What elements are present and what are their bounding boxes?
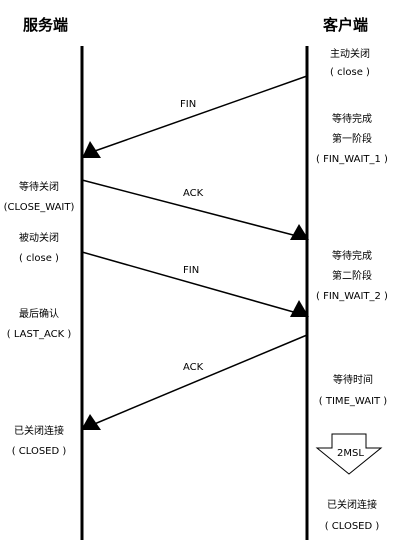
- server-state-passive-close-line2: ( close ): [19, 253, 59, 264]
- server-state-closed-line2: ( CLOSED ): [11, 446, 67, 457]
- client-state-fin-wait-1-line1: 等待完成: [332, 114, 372, 125]
- client-state-active-close-line1: 主动关闭: [330, 49, 370, 60]
- server-state-close-wait: 等待关闭 (CLOSE_WAIT): [0, 181, 78, 214]
- server-state-close-wait-line2: (CLOSE_WAIT): [3, 202, 75, 213]
- client-state-active-close-line2: ( close ): [330, 67, 370, 78]
- message-label-fin-2: FIN: [183, 265, 200, 276]
- message-label-ack-1: ACK: [183, 188, 204, 199]
- client-state-fin-wait-2-line2: 第二阶段: [332, 271, 372, 282]
- client-title: 客户端: [323, 16, 369, 34]
- server-state-last-ack-line1: 最后确认: [19, 309, 59, 320]
- wait-2msl-label: 2MSL: [337, 448, 364, 459]
- arrowhead-ack-2: [81, 414, 101, 430]
- client-state-closed-line1: 已关闭连接: [327, 500, 377, 511]
- server-title: 服务端: [23, 16, 69, 34]
- arrowhead-fin-2: [290, 300, 309, 317]
- message-line-fin-1: [91, 75, 308, 153]
- server-state-closed-line1: 已关闭连接: [14, 426, 64, 437]
- client-state-time-wait-line1: 等待时间: [333, 375, 373, 386]
- client-state-fin-wait-1: 等待完成 第一阶段 ( FIN_WAIT_1 ): [304, 113, 400, 166]
- client-state-closed: 已关闭连接 ( CLOSED ): [312, 499, 392, 533]
- server-state-passive-close-line1: 被动关闭: [19, 233, 59, 244]
- arrowhead-ack-1: [290, 224, 309, 240]
- client-state-fin-wait-1-line2: 第一阶段: [332, 134, 372, 145]
- client-state-active-close: 主动关闭 ( close ): [310, 48, 390, 79]
- server-state-passive-close: 被动关闭 ( close ): [4, 232, 74, 265]
- client-state-closed-line2: ( CLOSED ): [324, 521, 380, 532]
- server-state-closed: 已关闭连接 ( CLOSED ): [2, 425, 76, 458]
- wait-2msl-arrow-icon: [315, 433, 383, 475]
- message-label-fin-1: FIN: [180, 99, 197, 110]
- client-state-time-wait-line2: ( TIME_WAIT ): [318, 396, 388, 407]
- client-state-fin-wait-1-line3: ( FIN_WAIT_1 ): [316, 154, 388, 165]
- message-label-ack-2: ACK: [183, 362, 204, 373]
- arrowhead-fin-1: [82, 141, 101, 158]
- client-state-time-wait: 等待时间 ( TIME_WAIT ): [310, 374, 396, 408]
- client-state-fin-wait-2-line1: 等待完成: [332, 251, 372, 262]
- message-line-ack-1: [81, 179, 298, 237]
- server-state-last-ack: 最后确认 ( LAST_ACK ): [2, 308, 76, 341]
- message-line-ack-2: [91, 334, 308, 426]
- client-state-fin-wait-2: 等待完成 第二阶段 ( FIN_WAIT_2 ): [304, 250, 400, 303]
- message-line-fin-2: [81, 251, 298, 314]
- client-state-fin-wait-2-line3: ( FIN_WAIT_2 ): [316, 291, 388, 302]
- server-state-last-ack-line2: ( LAST_ACK ): [6, 329, 72, 340]
- server-state-close-wait-line1: 等待关闭: [19, 182, 59, 193]
